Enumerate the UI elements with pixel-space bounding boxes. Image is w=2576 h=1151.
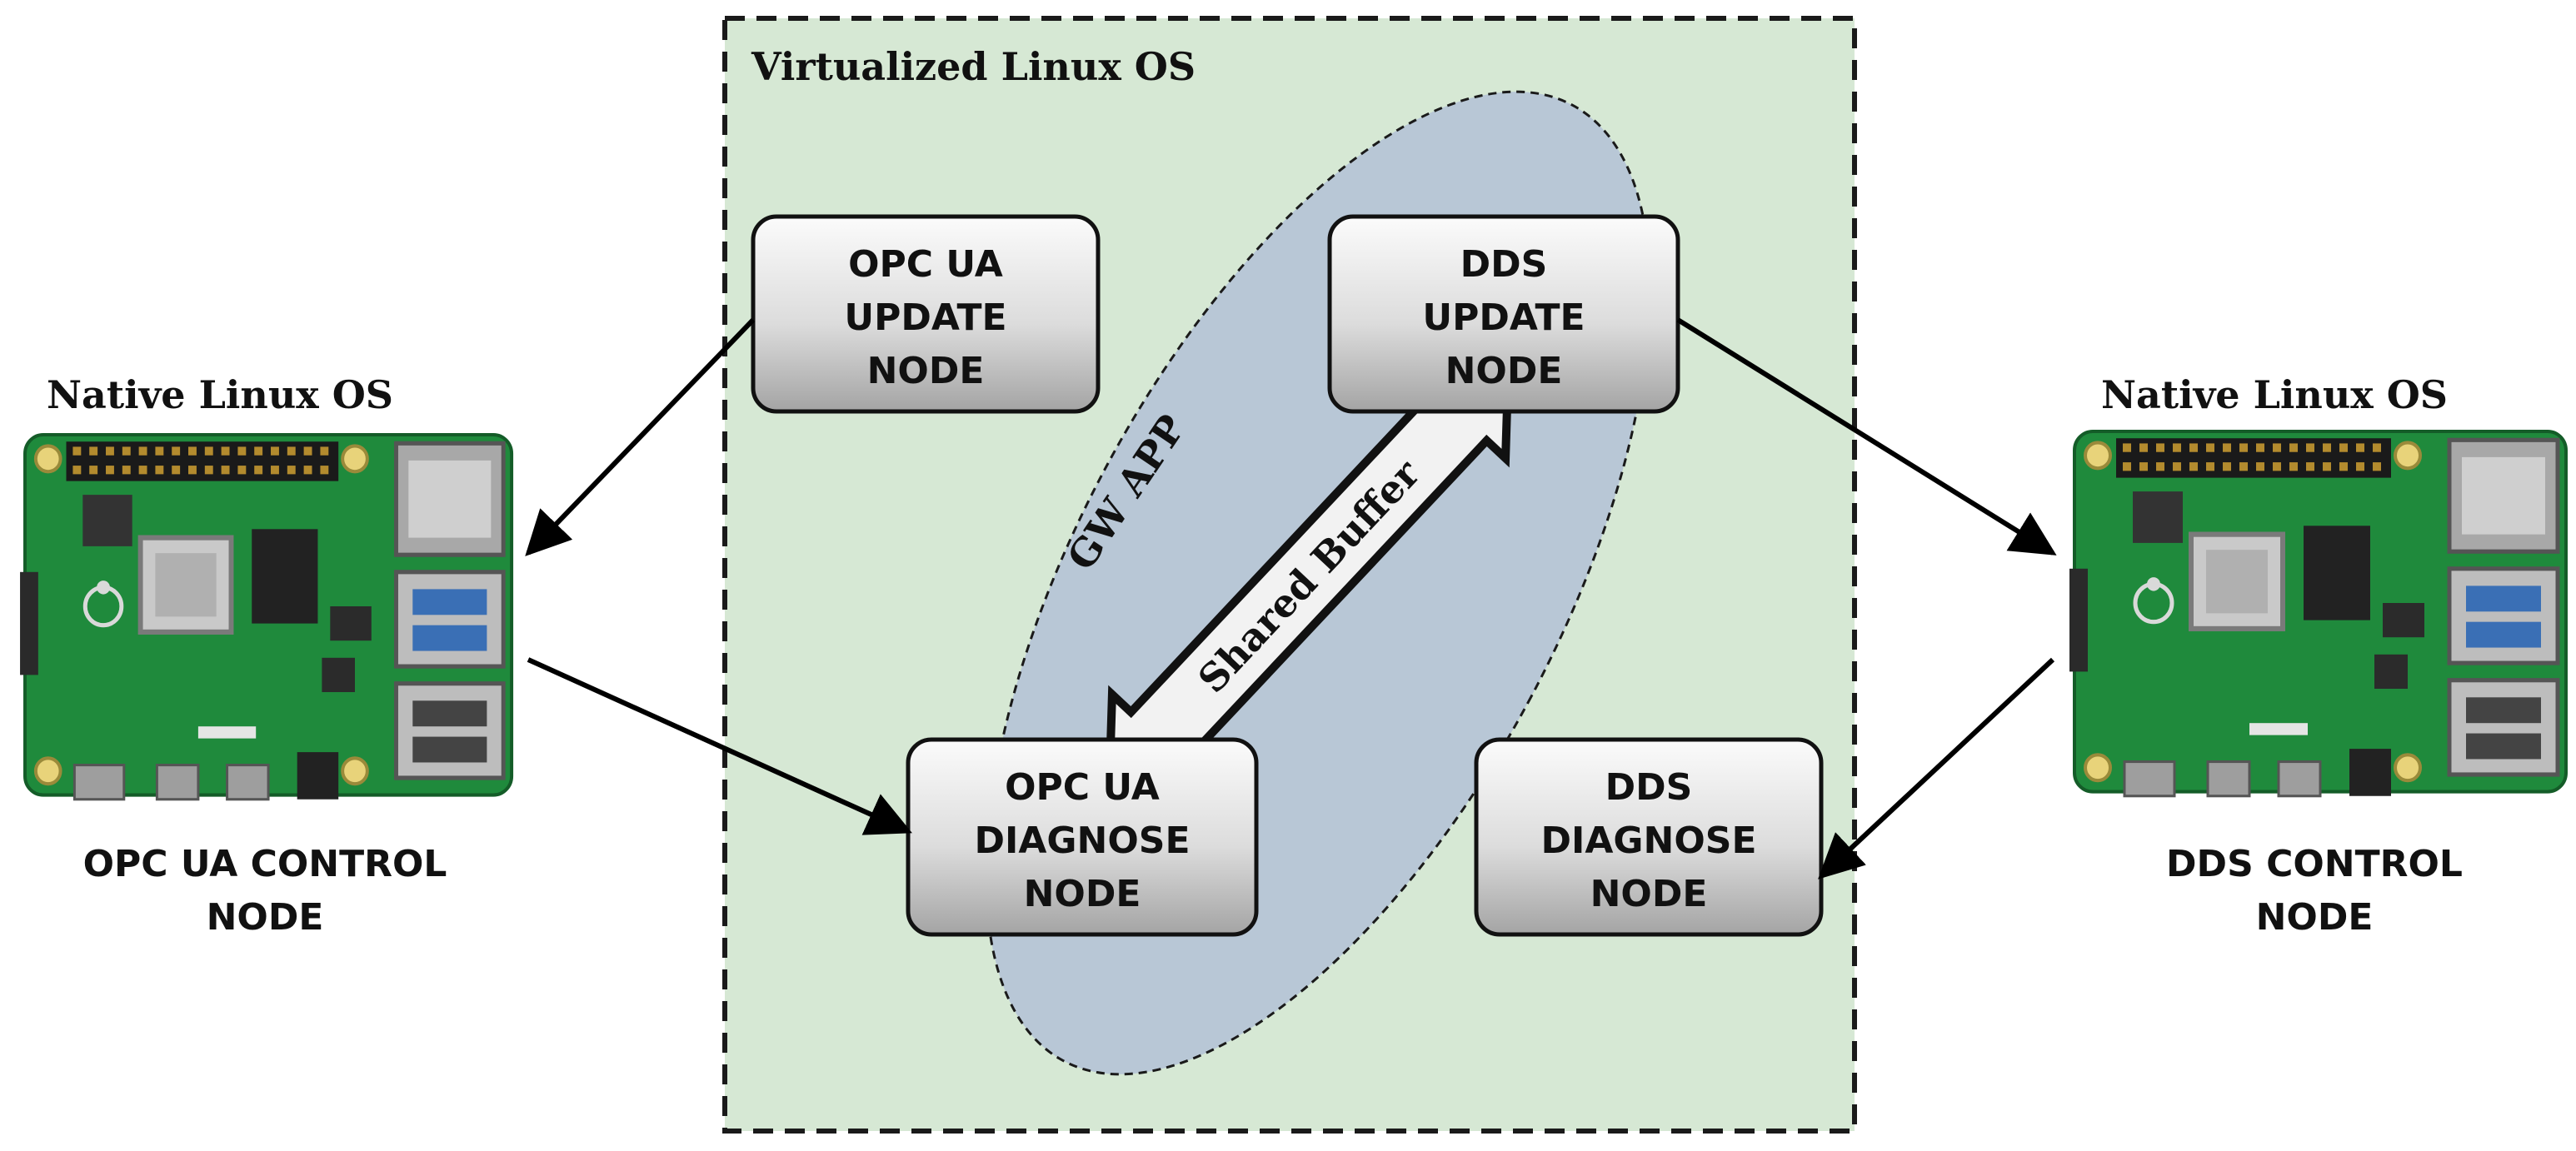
svg-text:NODE: NODE [867, 350, 985, 392]
arrow-right-device-to-dds-diagnose [1818, 657, 2055, 879]
left-os-label: Native Linux OS [47, 372, 393, 417]
arrow-left-device-to-opc-diagnose [527, 657, 912, 835]
right-caption-line-2: NODE [2256, 896, 2374, 939]
left-caption-line-2: NODE [207, 896, 324, 939]
arrow-opc-update-to-left-device [525, 317, 756, 556]
right-os-label: Native Linux OS [2101, 372, 2448, 417]
svg-text:OPC UA: OPC UA [848, 243, 1003, 286]
left-device: Native Linux OS OPC UA CONTROL NODE [20, 372, 512, 939]
right-device: Native Linux OS DDS CONTROL NODE [2069, 372, 2566, 939]
dds-diagnose-node: DDS DIAGNOSE NODE [1474, 737, 1824, 937]
svg-text:OPC UA: OPC UA [1005, 766, 1160, 809]
svg-text:DIAGNOSE: DIAGNOSE [974, 820, 1190, 862]
left-raspberry-pi-board [20, 435, 512, 800]
svg-text:DDS: DDS [1605, 766, 1693, 809]
svg-text:DIAGNOSE: DIAGNOSE [1540, 820, 1756, 862]
virtualized-os-title: Virtualized Linux OS [751, 44, 1196, 89]
svg-text:UPDATE: UPDATE [1422, 296, 1585, 339]
svg-text:UPDATE: UPDATE [844, 296, 1006, 339]
arrow-dds-update-to-right-device [1676, 317, 2057, 556]
svg-text:NODE: NODE [1590, 873, 1708, 915]
svg-text:DDS: DDS [1460, 243, 1548, 286]
connector-arrows [525, 317, 2057, 879]
dds-update-node: DDS UPDATE NODE [1327, 214, 1680, 414]
opc-ua-update-node: OPC UA UPDATE NODE [751, 214, 1101, 414]
opc-ua-diagnose-node: OPC UA DIAGNOSE NODE [906, 737, 1259, 937]
right-raspberry-pi-board [2069, 431, 2566, 796]
svg-text:NODE: NODE [1445, 350, 1563, 392]
left-caption-line-1: OPC UA CONTROL [83, 843, 447, 885]
right-caption-line-1: DDS CONTROL [2166, 843, 2463, 885]
svg-text:NODE: NODE [1024, 873, 1141, 915]
